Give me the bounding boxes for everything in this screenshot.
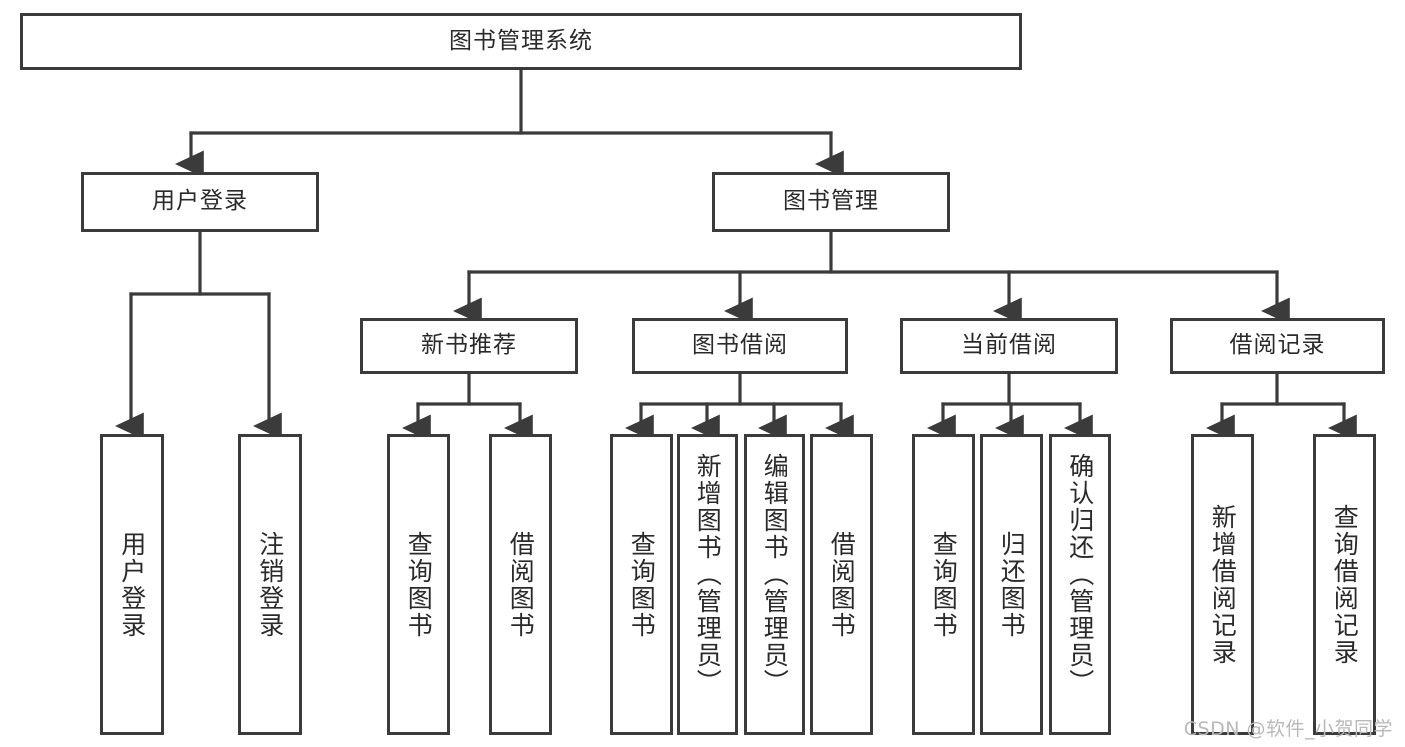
node-leaf-add-book[interactable]: 新增图书（管理员） xyxy=(677,434,738,735)
node-leaf-edit-book-label: 编辑图书（管理员） xyxy=(760,453,790,696)
node-leaf-add-record[interactable]: 新增借阅记录 xyxy=(1191,434,1254,735)
node-leaf-query-book-3[interactable]: 查询图书 xyxy=(912,434,975,735)
node-book-management-label: 图书管理 xyxy=(783,188,879,215)
node-leaf-borrow-book-1[interactable]: 借阅图书 xyxy=(489,434,552,735)
node-leaf-edit-book[interactable]: 编辑图书（管理员） xyxy=(744,434,805,735)
node-leaf-confirm-return-label: 确认归还（管理员） xyxy=(1065,453,1095,696)
node-leaf-borrow-book-1-label: 借阅图书 xyxy=(506,530,536,639)
node-user-login[interactable]: 用户登录 xyxy=(81,172,319,232)
node-leaf-add-record-label: 新增借阅记录 xyxy=(1208,503,1238,666)
node-leaf-user-login-label: 用户登录 xyxy=(117,530,147,639)
node-new-book-recommend-label: 新书推荐 xyxy=(421,332,517,359)
node-leaf-query-book-1[interactable]: 查询图书 xyxy=(387,434,450,735)
node-leaf-confirm-return[interactable]: 确认归还（管理员） xyxy=(1049,434,1111,735)
node-book-borrow-label: 图书借阅 xyxy=(692,332,788,359)
node-leaf-query-record-label: 查询借阅记录 xyxy=(1330,503,1360,666)
node-root-system-label: 图书管理系统 xyxy=(449,27,593,54)
node-new-book-recommend[interactable]: 新书推荐 xyxy=(360,318,578,374)
node-leaf-query-book-2[interactable]: 查询图书 xyxy=(610,434,673,735)
node-leaf-add-book-label: 新增图书（管理员） xyxy=(693,453,723,696)
node-leaf-borrow-book-2[interactable]: 借阅图书 xyxy=(810,434,873,735)
node-book-management[interactable]: 图书管理 xyxy=(712,172,950,232)
node-current-borrow[interactable]: 当前借阅 xyxy=(900,318,1118,374)
node-leaf-return-book[interactable]: 归还图书 xyxy=(980,434,1043,735)
node-leaf-user-login[interactable]: 用户登录 xyxy=(100,434,164,735)
node-borrow-record[interactable]: 借阅记录 xyxy=(1170,318,1385,374)
node-leaf-logout-login[interactable]: 注销登录 xyxy=(238,434,302,735)
node-leaf-query-book-1-label: 查询图书 xyxy=(404,530,434,639)
node-leaf-query-record[interactable]: 查询借阅记录 xyxy=(1313,434,1376,735)
node-leaf-logout-login-label: 注销登录 xyxy=(255,530,285,639)
node-user-login-label: 用户登录 xyxy=(152,188,248,215)
node-leaf-query-book-2-label: 查询图书 xyxy=(627,530,657,639)
node-leaf-return-book-label: 归还图书 xyxy=(997,530,1027,639)
node-leaf-query-book-3-label: 查询图书 xyxy=(929,530,959,639)
node-root-system[interactable]: 图书管理系统 xyxy=(20,13,1022,70)
node-borrow-record-label: 借阅记录 xyxy=(1229,332,1326,359)
node-book-borrow[interactable]: 图书借阅 xyxy=(632,318,848,374)
node-current-borrow-label: 当前借阅 xyxy=(961,332,1057,359)
node-leaf-borrow-book-2-label: 借阅图书 xyxy=(827,530,857,639)
